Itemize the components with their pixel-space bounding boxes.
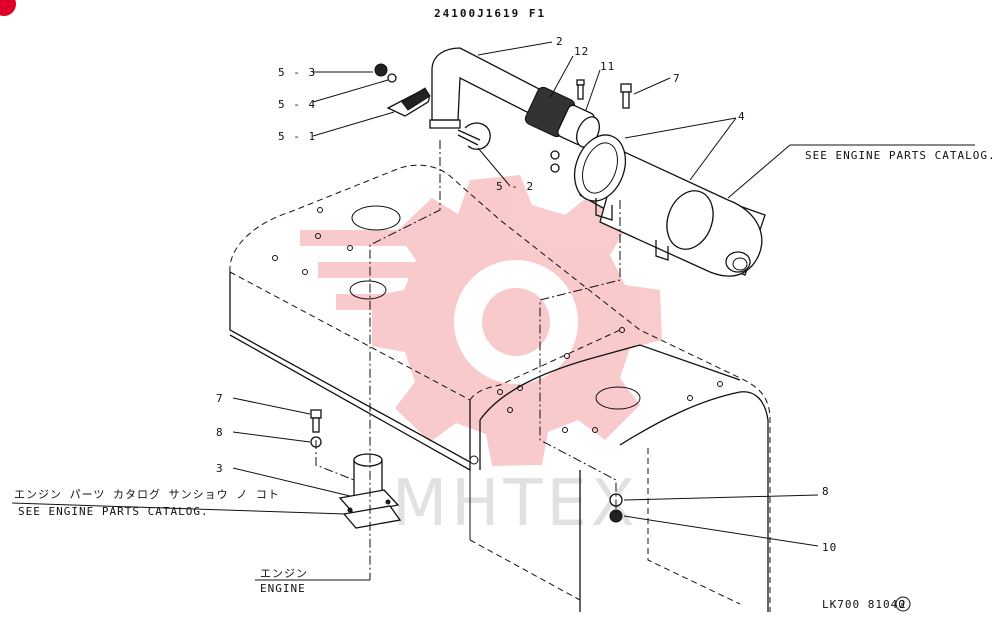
nut-icon-right (609, 509, 623, 523)
note-engine-catalog-jp: エンジン パーツ カタログ サンショウ ノ コト (14, 487, 280, 501)
callout-part-4: 4 (738, 110, 746, 123)
callout-part-7-left: 7 (216, 392, 224, 405)
callout-part-8-right: 8 (822, 485, 830, 498)
revision-circle (895, 596, 911, 612)
centerline-left (369, 140, 441, 580)
centerline-right (539, 200, 621, 516)
bolt-icon (620, 83, 632, 109)
centerline-bolt (315, 440, 355, 481)
callout-part-3: 3 (216, 462, 224, 475)
bolt-icon-left (310, 409, 322, 433)
note-engine-en: ENGINE (260, 582, 306, 595)
engine-flange (338, 453, 402, 529)
leader-lines (11, 41, 975, 581)
small-bolt-icon (576, 79, 585, 100)
engine-hood-cover (229, 164, 771, 612)
note-engine-catalog-en: SEE ENGINE PARTS CATALOG. (18, 505, 209, 518)
callout-part-8-left: 8 (216, 426, 224, 439)
corner-mark (0, 0, 16, 16)
note-engine-jp: エンジン (260, 567, 308, 580)
callout-part-12: 12 (574, 45, 589, 58)
callout-part-5-2: 5 - 2 (496, 180, 534, 193)
bracket-assembly (374, 63, 491, 150)
callout-part-5-4: 5 - 4 (278, 98, 316, 111)
drawing-code: 24100J1619 F1 (434, 7, 546, 20)
revision-number: 2 (899, 598, 907, 611)
note-engine-catalog-top: SEE ENGINE PARTS CATALOG. (805, 149, 996, 162)
watermark-gear-logo (300, 175, 662, 466)
washer-icon (550, 150, 560, 160)
model-ref: LK700 81040 (822, 598, 906, 611)
watermark-text: MHTEX (392, 467, 639, 541)
callout-part-11: 11 (600, 60, 615, 73)
callout-part-5-3: 5 - 3 (278, 66, 316, 79)
nut-icon (550, 163, 560, 173)
callout-part-5-1: 5 - 1 (278, 130, 316, 143)
callout-part-7-top: 7 (673, 72, 681, 85)
callout-part-2: 2 (556, 35, 564, 48)
air-cleaner (573, 134, 766, 277)
callout-part-10: 10 (822, 541, 837, 554)
